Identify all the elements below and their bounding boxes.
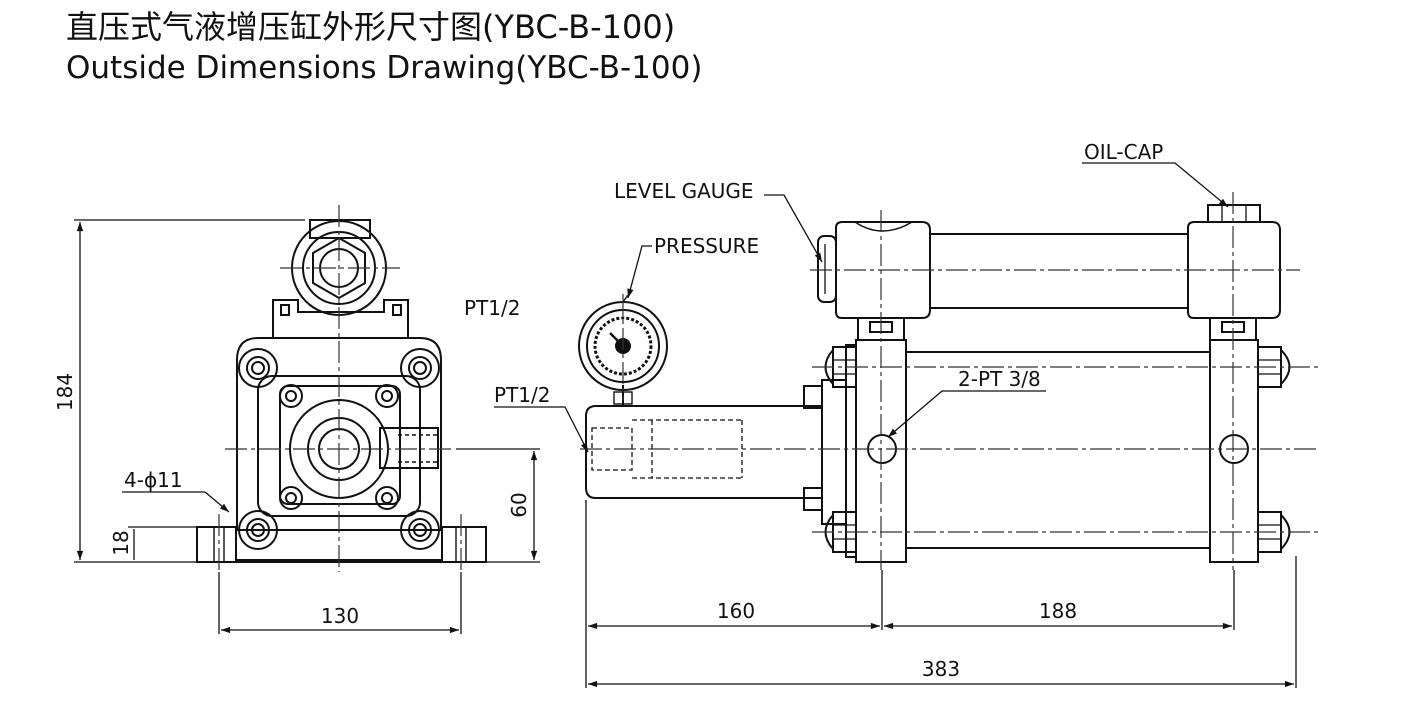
level-gauge-label: LEVEL GAUGE [614,179,754,203]
dim-height-total: 184 [53,373,77,411]
mount-holes-label: 4-ϕ11 [124,468,183,492]
corner-bolts [238,348,440,550]
level-gauge [817,235,837,303]
pressure-label: PRESSURE [654,234,759,258]
side-dimensions [494,162,1297,688]
inlet-port-label: PT1/2 [494,383,550,407]
oil-cap [1207,204,1261,223]
side-center-lines [580,192,1322,570]
dim-axis-height: 60 [507,492,531,517]
hydraulic-ram [585,379,847,525]
dim-base-width: 130 [321,604,359,628]
dim-ram-length: 160 [717,599,755,623]
front-center-lines [218,205,462,572]
oil-reservoir-tube [929,233,1189,309]
drawing-title-english: Outside Dimensions Drawing(YBC-B-100) [66,50,703,86]
front-dimensions [74,219,540,634]
side-view [578,192,1322,570]
air-cylinder-barrel [905,351,1211,549]
oil-cap-label: OIL-CAP [1084,140,1163,164]
front-view [196,205,487,572]
air-ports-label: 2-PT 3/8 [958,367,1041,391]
dim-base-height: 18 [109,530,133,555]
drawing-title-chinese: 直压式气液增压缸外形尺寸图(YBC-B-100) [66,8,676,46]
front-port-label: PT1/2 [464,296,520,320]
dim-total-length: 383 [922,657,960,681]
dim-cylinder-length: 188 [1039,599,1077,623]
